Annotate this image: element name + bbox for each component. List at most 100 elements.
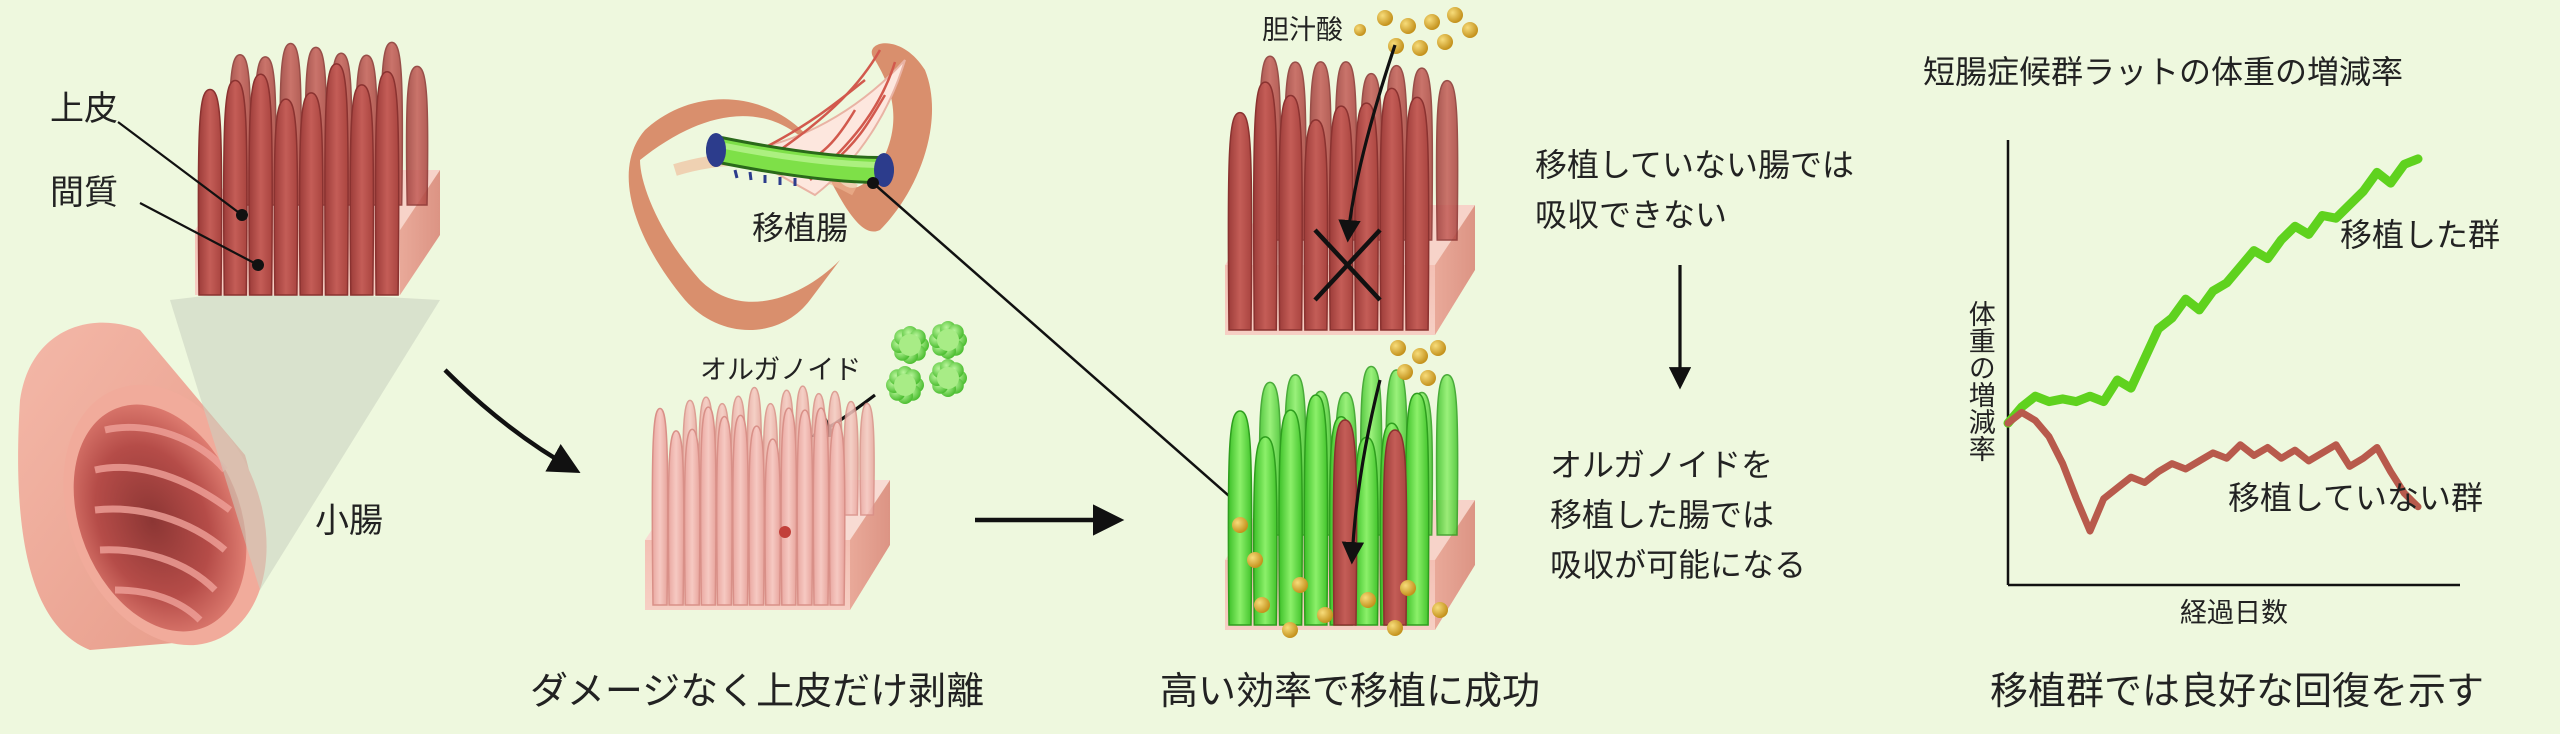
arrow-bile-acid-absorbed <box>1341 379 1382 565</box>
intestinal-villus <box>1252 81 1278 331</box>
organoid <box>929 321 967 359</box>
leader-line-stroma <box>139 202 259 266</box>
bile-acid-particles-bottom <box>1232 340 1448 638</box>
label-organoid: オルガノイド <box>700 355 862 386</box>
label-stroma: 間質 <box>50 173 118 213</box>
peeled-villus <box>651 407 669 606</box>
bile-acid-particle <box>1247 552 1263 568</box>
label-epithelium: 上皮 <box>50 89 118 129</box>
text-absorbed-line2: 移植した腸では <box>1550 496 1775 534</box>
intestinal-villus <box>1227 111 1253 331</box>
transplanted-villus <box>1278 409 1304 626</box>
bile-acid-particle <box>1292 577 1308 593</box>
text-not-absorbed-line2: 吸収できない <box>1535 196 1728 234</box>
bile-acid-particle <box>1354 24 1366 36</box>
bile-acid-particle <box>1430 340 1446 356</box>
leader-line-epithelium <box>117 121 243 216</box>
bile-acid-particle <box>1400 18 1416 34</box>
weight-change-chart <box>2003 140 2460 587</box>
intestinal-villus <box>248 73 274 296</box>
series-line-transplanted <box>2003 154 2423 428</box>
bile-acid-particle <box>1447 7 1463 23</box>
intestinal-villus <box>1278 94 1304 331</box>
peeled-villus <box>667 430 685 606</box>
bile-acid-particle <box>1432 602 1448 618</box>
intestinal-villus <box>1303 119 1329 331</box>
text-not-absorbed-line1: 移植していない腸では <box>1535 146 1855 184</box>
bile-acid-particle <box>1377 10 1393 26</box>
organoid <box>929 359 967 397</box>
label-bile-acid: 胆汁酸 <box>1262 15 1343 46</box>
peeled-villus <box>732 414 749 606</box>
label-transplanted-intestine: 移植腸 <box>752 209 849 247</box>
tissue-block-untreated <box>1225 55 1475 335</box>
text-absorbed-line1: オルガノイドを <box>1550 446 1774 484</box>
organoid-cluster <box>886 321 967 404</box>
intestinal-villus <box>1404 96 1430 331</box>
peeled-villus <box>764 438 782 606</box>
transplanted-villus <box>1435 373 1459 536</box>
peeled-villus <box>812 407 830 606</box>
peeled-villus <box>748 425 766 606</box>
arrow-bile-acid-blocked <box>1338 44 1397 243</box>
bile-acid-particle <box>1420 370 1436 386</box>
bile-acid-particle <box>1412 40 1428 56</box>
bile-acid-particle <box>1412 348 1428 364</box>
bile-acid-particle <box>1360 592 1376 608</box>
legend-control: 移植していない群 <box>2228 479 2484 517</box>
bile-acid-particle <box>1232 517 1248 533</box>
bile-acid-particle <box>1397 364 1413 380</box>
native-villus <box>1382 429 1408 626</box>
caption-step1: ダメージなく上皮だけ剥離 <box>530 669 985 713</box>
connector-dot-transplant <box>867 177 879 189</box>
intestinal-villus <box>374 71 400 296</box>
transplanted-intestine-illustration <box>628 43 933 330</box>
intestinal-villus <box>405 65 429 206</box>
zoom-wedge <box>170 290 440 590</box>
peeled-villus <box>683 428 701 606</box>
peeled-villus <box>843 400 859 516</box>
tissue-block-intact <box>195 41 440 296</box>
bile-acid-particle <box>1254 597 1270 613</box>
peeled-villus <box>828 421 846 606</box>
bile-acid-particle <box>1317 607 1333 623</box>
small-intestine-tube <box>18 322 267 650</box>
intestinal-villus <box>1379 87 1405 331</box>
transplanted-villus <box>1252 436 1278 626</box>
intestinal-villus <box>1435 79 1459 241</box>
label-small-intestine: 小腸 <box>315 501 383 541</box>
text-absorbed-line3: 吸収が可能になる <box>1550 546 1807 584</box>
intestinal-villus <box>349 84 375 296</box>
caption-step2: 高い効率で移植に成功 <box>1160 669 1541 713</box>
series-line-control <box>2004 408 2422 535</box>
tissue-block-transplanted <box>1225 365 1475 630</box>
intestinal-villus <box>298 92 324 296</box>
intestinal-villus <box>273 98 299 296</box>
chart-title: 短腸症候群ラットの体重の増減率 <box>1923 53 2404 91</box>
intestinal-villus <box>222 79 248 296</box>
peeled-villus <box>859 402 875 516</box>
bile-acid-particle <box>1387 620 1403 636</box>
bile-acid-particle <box>1424 14 1440 30</box>
caption-step3: 移植群では良好な回復を示す <box>1990 669 2485 713</box>
bile-acid-particle <box>1390 340 1406 356</box>
peeled-villus <box>715 415 733 606</box>
legend-transplanted: 移植した群 <box>2340 216 2501 254</box>
peeled-villus <box>796 409 814 606</box>
peeled-villus <box>699 406 717 606</box>
bile-acid-particle <box>1282 622 1298 638</box>
transplanted-villus <box>1303 394 1329 626</box>
tissue-block-peeled <box>645 385 890 610</box>
chart-x-label: 経過日数 <box>2180 598 2288 629</box>
leader-dot-epithelium <box>236 209 248 221</box>
organoid <box>891 326 929 364</box>
bile-acid-particle <box>1400 580 1416 596</box>
bile-acid-particle <box>1462 22 1478 38</box>
arrow-to-peeled-block <box>443 368 581 474</box>
intestinal-villus <box>324 63 349 296</box>
bile-acid-particle <box>1437 34 1453 50</box>
chart-y-label: 体重の増減率 <box>1963 300 1995 462</box>
leader-dot-stroma <box>252 259 264 271</box>
